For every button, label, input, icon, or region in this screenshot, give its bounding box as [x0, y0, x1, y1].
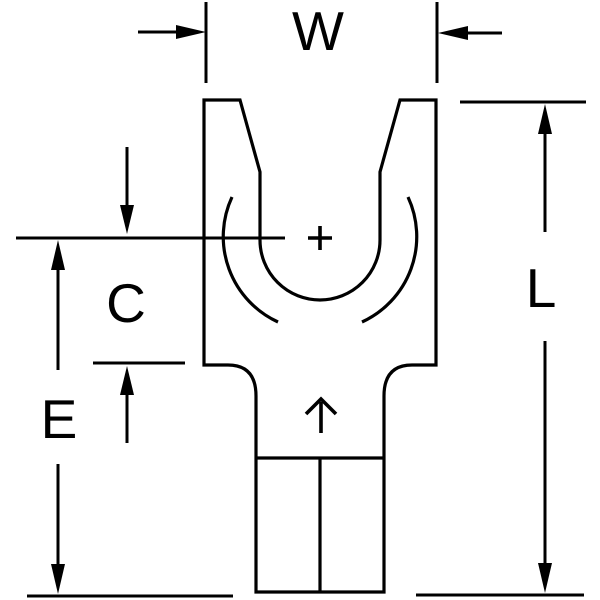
e-arrowhead-top [51, 240, 65, 270]
l-dimension-label: L [526, 257, 557, 319]
c-arrowhead-up [120, 366, 134, 395]
e-arrowhead-bottom [51, 564, 65, 594]
wire-insert-arrow-icon [304, 396, 338, 433]
c-dimension-label: C [106, 272, 146, 334]
left-serration-arc [221, 196, 279, 324]
w-arrowhead-left [176, 25, 206, 39]
right-serration-arc [361, 196, 419, 324]
center-mark-icon [308, 226, 332, 250]
c-arrowhead-down [120, 205, 134, 234]
terminal-outline [202, 98, 438, 594]
e-dimension-label: E [41, 388, 78, 450]
l-arrowhead-bottom [538, 563, 552, 593]
w-dimension-label: W [292, 0, 344, 62]
l-arrowhead-top [538, 104, 552, 134]
w-arrowhead-right [438, 26, 468, 40]
